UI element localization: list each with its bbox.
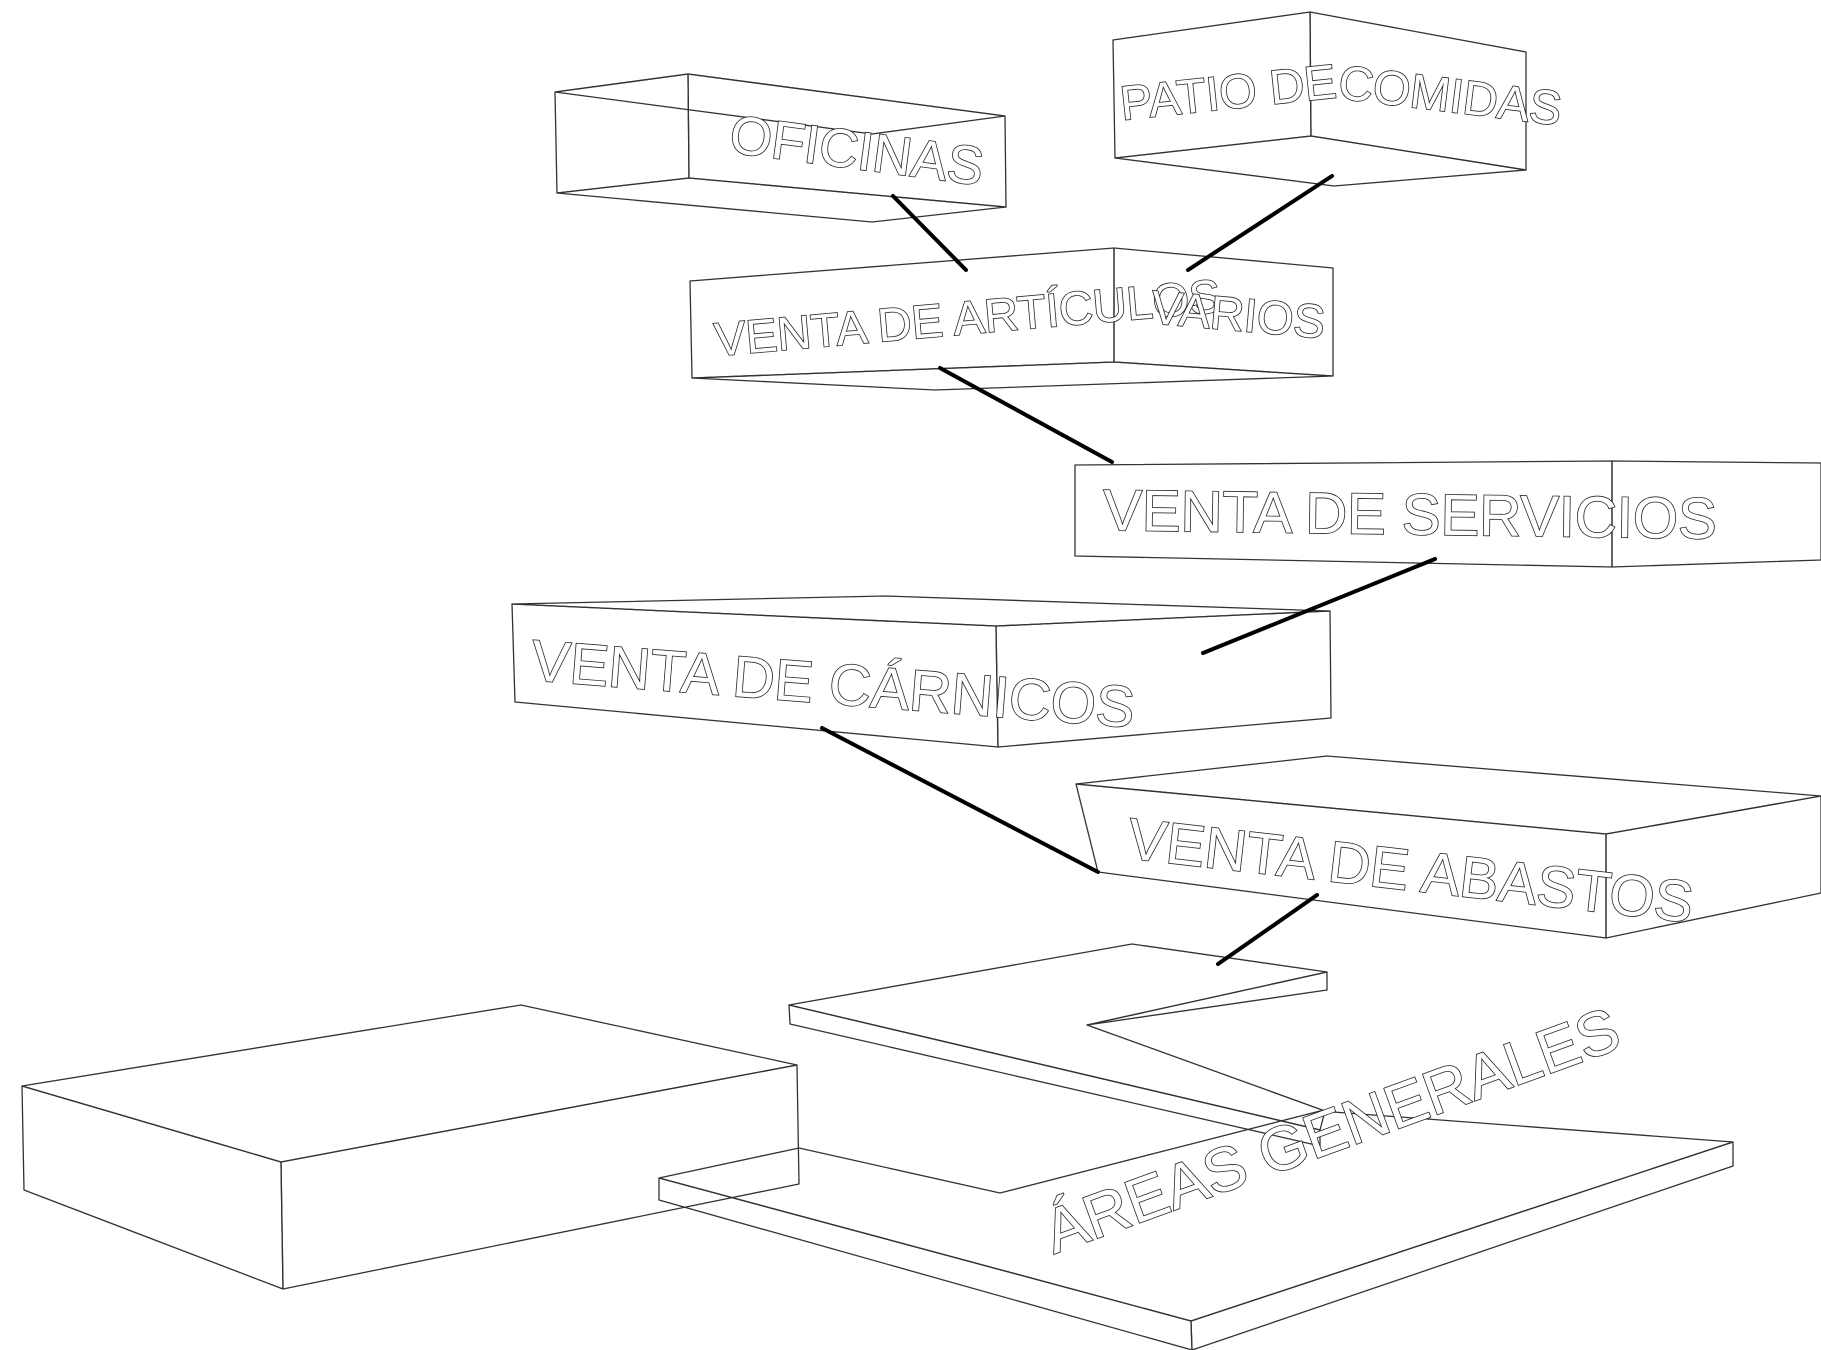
areas-zigzag-top — [788, 943, 1328, 1131]
areas-left-slab-front-face — [21, 1085, 284, 1290]
connector-servicios-carnicos — [1201, 557, 1437, 655]
connector-articulos-servicios — [938, 366, 1114, 464]
areas-zigzag-right-face — [1086, 971, 1328, 1026]
block-oficinas-bottom — [556, 177, 1007, 223]
block-servicios-label: VENTA DE SERVICIOS — [1103, 478, 1717, 552]
block-articulos-bottom — [691, 361, 1334, 391]
areas-left-slab-right-face — [280, 1064, 800, 1290]
areas-walkway-right-face — [1190, 1141, 1734, 1350]
block-carnicos-right-face — [995, 610, 1332, 748]
block-patio-de-comidas: PATIO DE COMIDAS — [1112, 11, 1565, 187]
block-venta-de-servicios: VENTA DE SERVICIOS — [1074, 460, 1821, 568]
block-patio-label-right: COMIDAS — [1336, 56, 1565, 136]
block-areas-generales: ÁREAS GENERALES — [21, 943, 1734, 1350]
block-articulos-label-left: VENTA DE ARTÍCULOS — [712, 269, 1222, 366]
connector-patio-articulos — [1186, 174, 1334, 272]
connectors — [820, 174, 1437, 966]
block-patio-label-left: PATIO DE — [1118, 56, 1339, 131]
block-venta-de-articulos-varios: VENTA DE ARTÍCULOS VARIOS — [689, 247, 1334, 391]
block-oficinas-left-face — [554, 73, 690, 194]
areas-zigzag-front-face — [788, 1004, 1321, 1147]
connector-abastos-areas-generales — [1216, 893, 1319, 966]
block-articulos-label-right: VARIOS — [1149, 280, 1327, 348]
block-venta-de-carnicos: VENTA DE CÁRNICOS — [511, 595, 1332, 748]
block-venta-de-abastos: VENTA DE ABASTOS — [1075, 755, 1821, 939]
block-carnicos-label: VENTA DE CÁRNICOS — [529, 628, 1137, 740]
block-servicios-right-face — [1611, 460, 1821, 568]
block-abastos-right-face — [1605, 795, 1821, 939]
block-areas-generales-label: ÁREAS GENERALES — [1035, 995, 1628, 1267]
block-oficinas-label: OFICINAS — [726, 104, 987, 197]
block-oficinas: OFICINAS — [554, 73, 1007, 223]
areas-walkway-front-face — [658, 1177, 1193, 1350]
block-patio-bottom — [1114, 135, 1527, 187]
connector-carnicos-abastos — [820, 726, 1100, 874]
block-abastos-label: VENTA DE ABASTOS — [1125, 806, 1697, 935]
connector-oficinas-articulos — [891, 194, 968, 272]
block-carnicos-top — [511, 595, 1331, 627]
